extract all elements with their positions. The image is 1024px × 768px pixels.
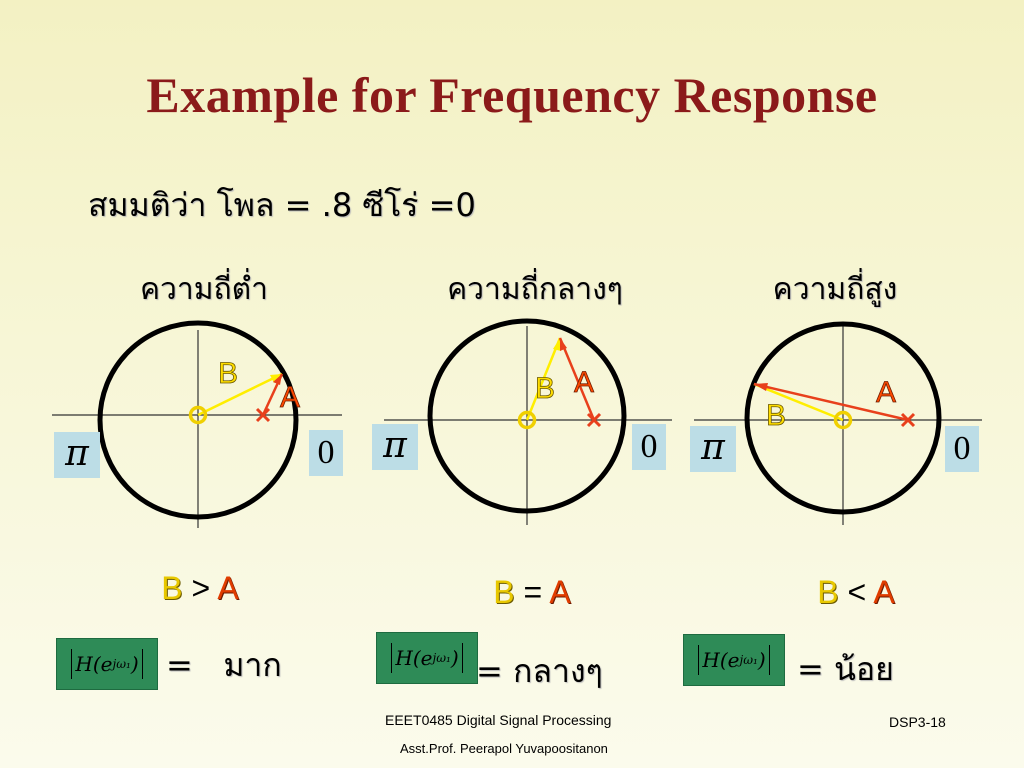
zero-marker <box>188 405 208 425</box>
label-a: A <box>574 366 594 399</box>
comparison-low: B > A <box>120 570 280 607</box>
assumption-text: สมมติว่า โพล = .8 ซีโร่ =0 <box>88 186 476 224</box>
comparison-a: A <box>217 570 239 606</box>
zero-marker <box>833 410 853 430</box>
footer-course: EEET0485 Digital Signal Processing <box>385 712 612 728</box>
zero-frequency-label: 0 <box>309 430 343 476</box>
slide-title: Example for Frequency Response <box>146 67 878 123</box>
comparison-high: B < A <box>776 574 936 611</box>
zero-frequency-label: 0 <box>632 424 666 470</box>
footer-slide-number: DSP3-18 <box>889 714 946 730</box>
label-b: B <box>766 399 786 432</box>
pole-zero-diagram-mid: B A <box>384 318 672 525</box>
magnitude-result: = มาก <box>166 646 282 684</box>
magnitude-result: = กลางๆ <box>476 652 603 690</box>
pi-label: π <box>54 432 100 478</box>
label-b: B <box>535 372 555 405</box>
pole-marker <box>586 412 602 428</box>
heading-mid-frequency: ความถี่กลางๆ <box>447 272 623 307</box>
comparison-operator: = <box>523 574 543 610</box>
heading-high-frequency: ความถี่สูง <box>772 272 898 307</box>
pole-zero-diagram-high: B A <box>694 321 982 525</box>
zero-marker <box>517 410 537 430</box>
vector-b <box>753 382 844 422</box>
magnitude-result: = น้อย <box>797 650 894 688</box>
comparison-b: B <box>817 574 839 610</box>
vector-b <box>197 372 283 417</box>
vector-b <box>525 337 562 421</box>
pole-marker <box>900 412 916 428</box>
footer-author: Asst.Prof. Peerapol Yuvapoositanon <box>400 741 608 756</box>
comparison-a: A <box>549 574 571 610</box>
unit-circle <box>744 321 942 515</box>
pole-marker <box>255 407 271 423</box>
comparison-mid: B = A <box>452 574 612 611</box>
comparison-b: B <box>493 574 515 610</box>
label-a: A <box>280 381 300 414</box>
heading-low-frequency: ความถี่ต่ำ <box>139 272 269 307</box>
comparison-b: B <box>161 570 183 606</box>
comparison-operator: > <box>191 570 211 606</box>
zero-frequency-label: 0 <box>945 426 979 472</box>
vector-a <box>753 382 909 422</box>
unit-circle <box>97 320 299 520</box>
comparison-operator: < <box>847 574 867 610</box>
pole-zero-diagram-low: B A <box>52 320 342 528</box>
label-a: A <box>876 376 896 409</box>
vector-a <box>558 337 596 421</box>
comparison-a: A <box>873 574 895 610</box>
pi-label: π <box>372 424 418 470</box>
label-b: B <box>218 357 238 390</box>
unit-circle <box>427 318 627 514</box>
pi-label: π <box>690 426 736 472</box>
